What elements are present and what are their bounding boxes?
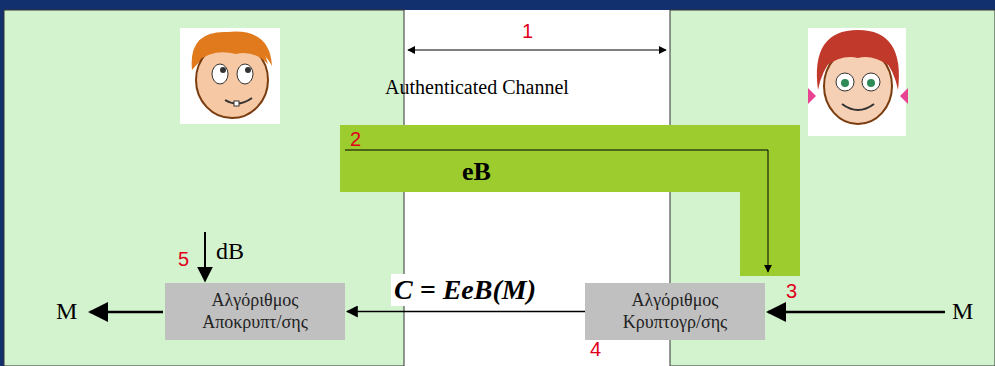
message-arrow xyxy=(90,311,163,314)
edge-label: C = EeB(M) xyxy=(391,274,539,306)
diagram-label: Authenticated Channel xyxy=(385,76,569,99)
key-arrow xyxy=(345,150,768,272)
left-strip xyxy=(0,0,4,366)
data-arrow xyxy=(347,311,585,313)
diagram-label: M xyxy=(56,298,77,325)
key-arrow xyxy=(204,232,206,281)
girl-figure xyxy=(808,28,908,136)
key-band xyxy=(340,125,800,276)
diagram-label: dB xyxy=(216,238,244,265)
box-text: Αλγόριθμος Αποκρυπτ/σης xyxy=(173,290,337,333)
top-strip xyxy=(0,0,995,10)
message-arrow xyxy=(768,311,945,314)
callout-number: 4 xyxy=(590,338,601,361)
callout-number: 5 xyxy=(178,248,189,271)
callout-number: 3 xyxy=(786,280,797,303)
process-box: Αλγόριθμος Κρυπτογρ/σης xyxy=(585,283,765,340)
callout-number: 1 xyxy=(522,20,533,43)
boy-figure xyxy=(180,28,280,124)
diagram-label: M xyxy=(952,298,973,325)
channel-arrow xyxy=(408,50,666,51)
box-text: Αλγόριθμος Κρυπτογρ/σης xyxy=(593,290,757,333)
callout-number: 2 xyxy=(350,128,361,151)
process-box: Αλγόριθμος Αποκρυπτ/σης xyxy=(165,283,345,340)
diagram-label: eB xyxy=(462,157,491,187)
